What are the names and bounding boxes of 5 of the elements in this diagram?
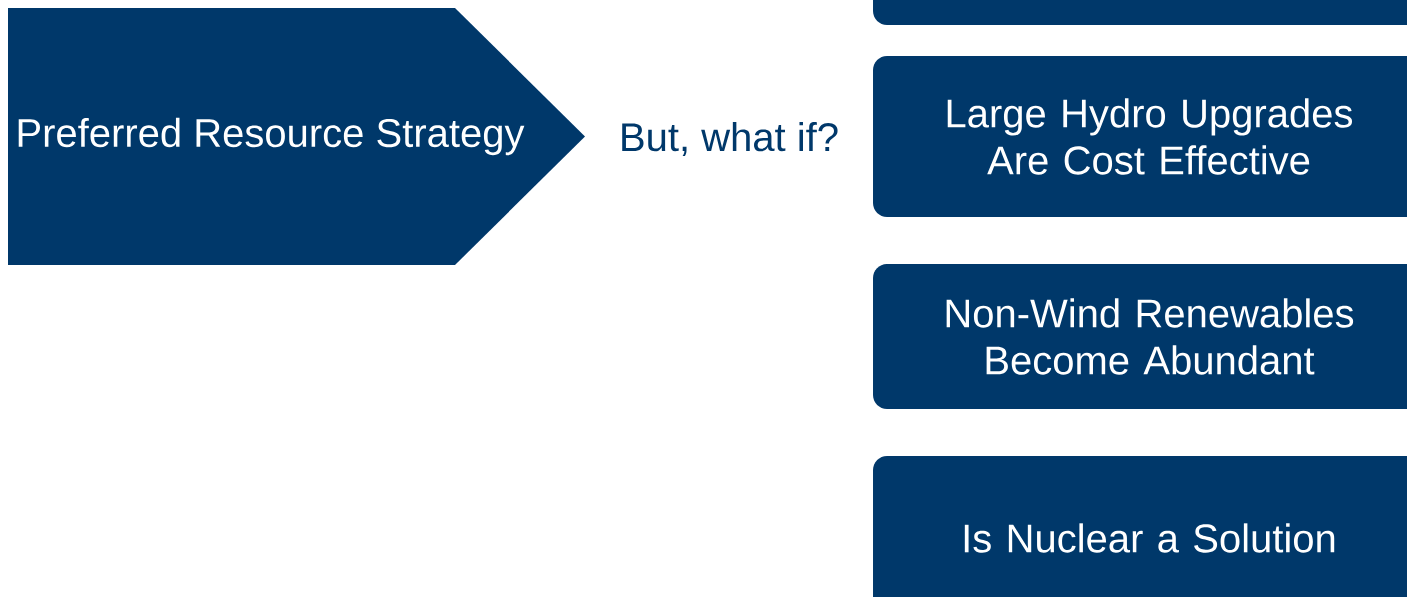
scenario-box: Is Nuclear a Solution: [873, 456, 1407, 597]
scenario-box: Non-Wind Renewables Become Abundant: [873, 264, 1407, 409]
box: [873, 0, 1407, 25]
question-text: But, what if?: [622, 121, 838, 157]
scenario-box: Large Hydro Upgrades Are Cost Effective: [873, 56, 1407, 217]
